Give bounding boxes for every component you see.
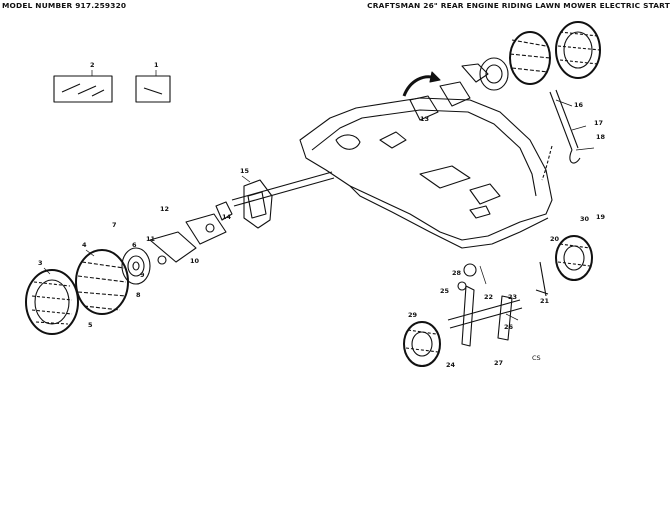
callout-27: 27 <box>494 359 504 367</box>
rear-axle-shaft <box>231 171 335 207</box>
right-wheel-hub <box>409 57 509 121</box>
callout-20: 20 <box>550 235 560 243</box>
callout-4: 4 <box>82 241 87 249</box>
callout-15: 15 <box>240 167 250 175</box>
callout-22: 22 <box>484 293 494 301</box>
callout-5: 5 <box>88 321 93 329</box>
diagram-title: CRAFTSMAN 26" REAR ENGINE RIDING LAWN MO… <box>367 1 670 10</box>
callout-17: 17 <box>594 119 604 127</box>
left-wheel-hub <box>121 247 151 285</box>
callout-2: 2 <box>90 61 95 69</box>
model-number: MODEL NUMBER 917.259320 <box>2 1 127 10</box>
callout-30: 30 <box>580 215 590 223</box>
callout-13: 13 <box>420 115 430 123</box>
callout-10: 10 <box>190 257 200 265</box>
front-right-wheel <box>555 235 593 281</box>
callout-25: 25 <box>440 287 450 295</box>
corner-code: CS <box>532 354 541 362</box>
callout-9: 9 <box>140 271 145 279</box>
parts-bag-1 <box>135 75 171 103</box>
right-rear-tire <box>555 21 601 79</box>
right-rear-tread <box>509 31 551 85</box>
callout-19: 19 <box>596 213 606 221</box>
callout-11: 11 <box>146 235 156 243</box>
callout-6: 6 <box>132 241 137 249</box>
callout-1: 1 <box>154 61 159 69</box>
transaxle-sprocket <box>243 179 273 229</box>
callout-24: 24 <box>446 361 456 369</box>
callout-28: 28 <box>452 269 462 277</box>
left-rear-tire <box>25 269 79 335</box>
spindle <box>535 261 549 297</box>
callout-16: 16 <box>574 101 584 109</box>
callout-8: 8 <box>136 291 141 299</box>
left-bracket <box>149 201 233 265</box>
hook-rod <box>541 89 581 181</box>
callout-26: 26 <box>504 323 514 331</box>
front-left-wheel <box>403 321 441 367</box>
leader-lines <box>43 70 595 321</box>
front-axle <box>447 263 523 347</box>
left-rear-tread <box>75 249 129 315</box>
callout-7: 7 <box>112 221 117 229</box>
callout-29: 29 <box>408 311 418 319</box>
callout-12: 12 <box>160 205 170 213</box>
callout-18: 18 <box>596 133 606 141</box>
parts-bag-2 <box>53 75 113 103</box>
callout-23: 23 <box>508 293 518 301</box>
callout-3: 3 <box>38 259 43 267</box>
callout-21: 21 <box>540 297 550 305</box>
chassis-frame <box>299 97 553 249</box>
callout-14: 14 <box>222 213 232 221</box>
